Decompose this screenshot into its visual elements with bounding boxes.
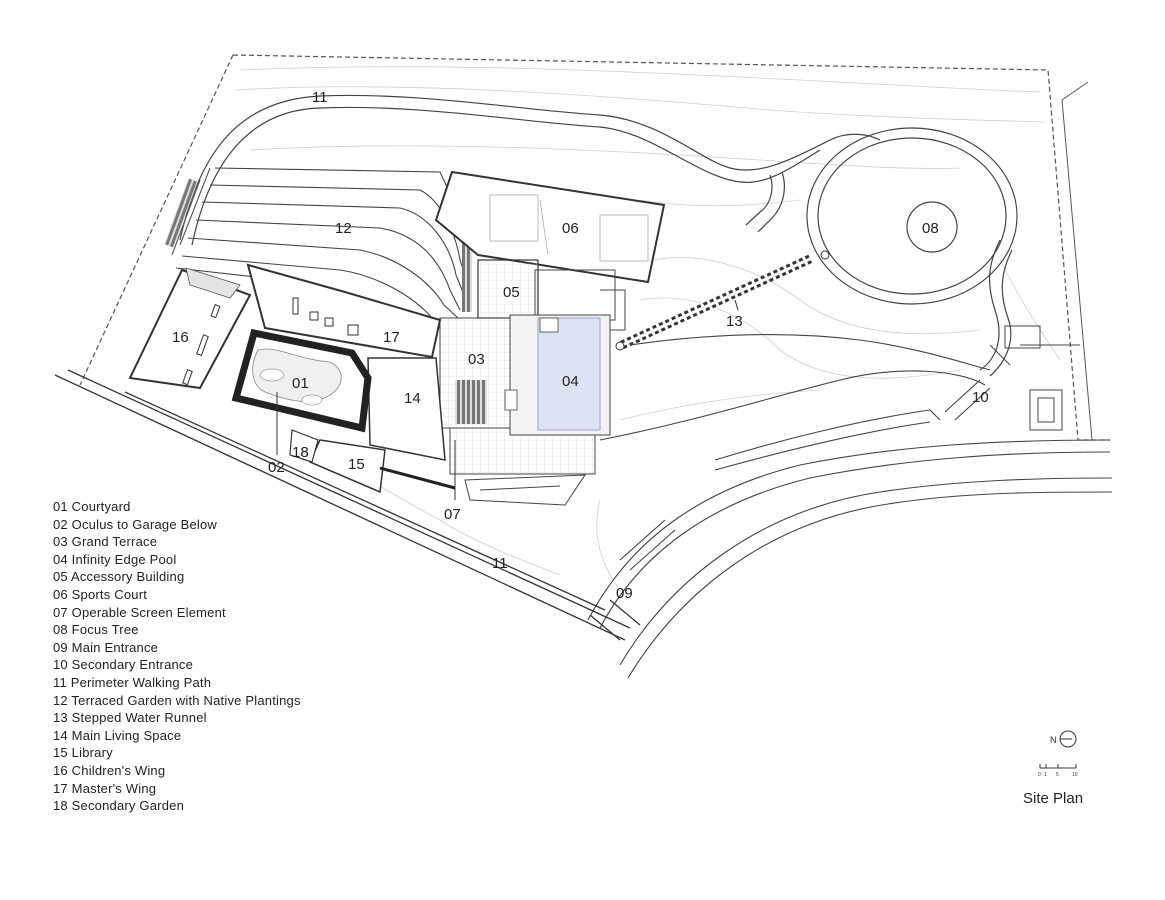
sports-court	[434, 170, 666, 284]
main-house	[128, 263, 456, 494]
lawn-edges	[587, 334, 1113, 679]
north-arrow: N	[1050, 730, 1077, 748]
scale-tick: 10	[1072, 772, 1078, 778]
callout-11-south: 11	[492, 555, 508, 572]
callout-06: 06	[562, 220, 579, 237]
callout-12: 12	[335, 220, 352, 237]
east-boundary-wall	[1061, 81, 1093, 441]
callout-05: 05	[503, 284, 520, 301]
callout-18: 18	[292, 444, 309, 461]
callout-13: 13	[726, 313, 743, 330]
legend-item: 07 Operable Screen Element	[53, 604, 226, 620]
callouts: 01 02 03 04 05 06 07 08 09 10 11 11 12 1…	[172, 89, 989, 602]
legend-item: 14 Main Living Space	[53, 727, 182, 743]
callout-09: 09	[616, 585, 633, 602]
callout-16: 16	[172, 329, 189, 346]
legend-item: 10 Secondary Entrance	[53, 657, 194, 673]
leader-lines	[276, 299, 739, 500]
legend-item: 01 Courtyard	[53, 499, 131, 514]
stepped-water-runnel	[615, 250, 830, 351]
perimeter-walking-path	[179, 94, 881, 246]
legend-item: 02 Oculus to Garage Below	[53, 516, 217, 532]
callout-03: 03	[468, 351, 485, 368]
callout-14: 14	[404, 390, 421, 407]
legend-item: 05 Accessory Building	[53, 569, 185, 585]
north-label: N	[1050, 735, 1057, 745]
grand-terrace	[439, 317, 596, 506]
callout-15: 15	[348, 456, 365, 473]
legend-item: 04 Infinity Edge Pool	[53, 551, 177, 567]
legend-item: 11 Perimeter Walking Path	[53, 674, 212, 690]
drawing-title: Site Plan	[1023, 790, 1084, 807]
legend-item: 17 Master's Wing	[53, 780, 157, 796]
legend-item: 08 Focus Tree	[53, 622, 139, 638]
scale-tick: 5	[1056, 772, 1059, 778]
callout-11-north: 11	[312, 89, 328, 106]
callout-17: 17	[383, 329, 400, 346]
callout-01: 01	[292, 375, 309, 392]
callout-08: 08	[922, 220, 939, 237]
accessory-building	[477, 259, 626, 331]
secondary-entrance-structures	[989, 325, 1080, 431]
legend-item: 03 Grand Terrace	[53, 534, 158, 550]
legend-item: 13 Stepped Water Runnel	[53, 710, 207, 726]
legend-item: 15 Library	[53, 745, 113, 761]
focus-tree-garden	[806, 127, 1018, 377]
legend-item: 06 Sports Court	[53, 586, 148, 602]
infinity-edge-pool	[504, 314, 611, 436]
legend-item: 16 Children's Wing	[53, 762, 166, 778]
street-edge	[54, 369, 641, 641]
legend-item: 09 Main Entrance	[53, 639, 159, 655]
callout-07: 07	[444, 506, 461, 523]
callout-10: 10	[972, 389, 989, 406]
scale-tick: 0	[1038, 772, 1041, 778]
callout-02: 02	[268, 459, 285, 476]
legend-item: 12 Terraced Garden with Native Plantings	[53, 692, 301, 708]
scale-tick: 1	[1044, 772, 1047, 778]
legend-item: 18 Secondary Garden	[53, 798, 184, 814]
legend: 01 Courtyard 02 Oculus to Garage Below 0…	[53, 498, 301, 815]
scale-bar: 0 1 5 10	[1038, 764, 1078, 778]
callout-04: 04	[562, 373, 579, 390]
